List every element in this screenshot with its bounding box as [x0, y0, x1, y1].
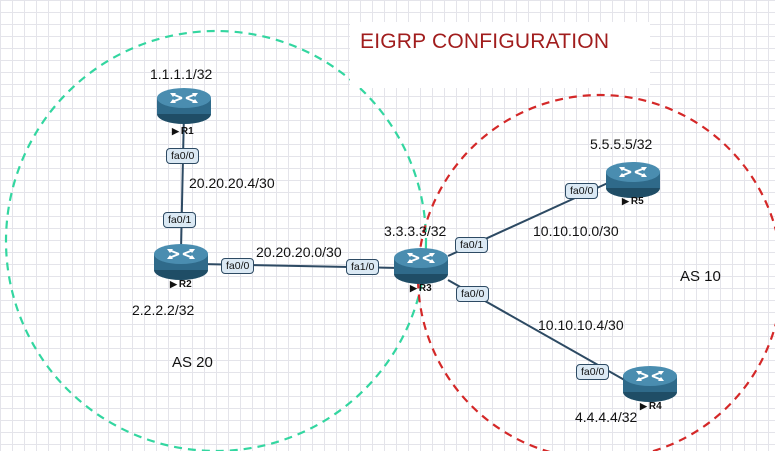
- r2-loopback-label: 2.2.2.2/32: [132, 302, 195, 318]
- as10-label: AS 10: [680, 268, 721, 285]
- port-r2-fa0-1[interactable]: fa0/1: [163, 212, 197, 228]
- title-background: [350, 22, 650, 88]
- port-r3-fa0-0[interactable]: fa0/0: [456, 286, 490, 302]
- subnet-r2-r3-label: 20.20.20.0/30: [256, 244, 342, 260]
- router-r2-name: ▶R2: [170, 279, 192, 290]
- r5-loopback-label: 5.5.5.5/32: [590, 136, 653, 152]
- router-r1-icon[interactable]: [156, 87, 212, 125]
- router-r1-name: ▶R1: [172, 126, 194, 137]
- router-r4-name: ▶R4: [640, 401, 662, 412]
- router-r3-icon[interactable]: [393, 247, 449, 285]
- port-r3-fa0-1[interactable]: fa0/1: [455, 237, 489, 253]
- port-r4-fa0-0[interactable]: fa0/0: [576, 364, 610, 380]
- r1-loopback-label: 1.1.1.1/32: [150, 66, 213, 82]
- r3-loopback-label: 3.3.3.3/32: [384, 223, 447, 239]
- diagram-title: EIGRP CONFIGURATION: [360, 30, 610, 53]
- port-r3-fa1-0[interactable]: fa1/0: [346, 259, 380, 275]
- r4-loopback-label: 4.4.4.4/32: [575, 409, 638, 425]
- router-r5-name: ▶R5: [622, 196, 644, 207]
- router-r3-name: ▶R3: [410, 283, 432, 294]
- as20-label: AS 20: [172, 354, 213, 371]
- port-r5-fa0-0[interactable]: fa0/0: [565, 183, 599, 199]
- as10-boundary: [416, 93, 775, 451]
- port-r1-fa0-0[interactable]: fa0/0: [166, 148, 200, 164]
- subnet-r1-r2-label: 20.20.20.4/30: [189, 175, 275, 191]
- router-r2-icon[interactable]: [153, 243, 209, 281]
- subnet-r3-r5-label: 10.10.10.0/30: [533, 223, 619, 239]
- subnet-r3-r4-label: 10.10.10.4/30: [538, 317, 624, 333]
- as20-boundary: [4, 29, 428, 451]
- port-r2-fa0-0[interactable]: fa0/0: [221, 258, 255, 274]
- router-r4-icon[interactable]: [622, 365, 678, 403]
- router-r5-icon[interactable]: [605, 161, 661, 199]
